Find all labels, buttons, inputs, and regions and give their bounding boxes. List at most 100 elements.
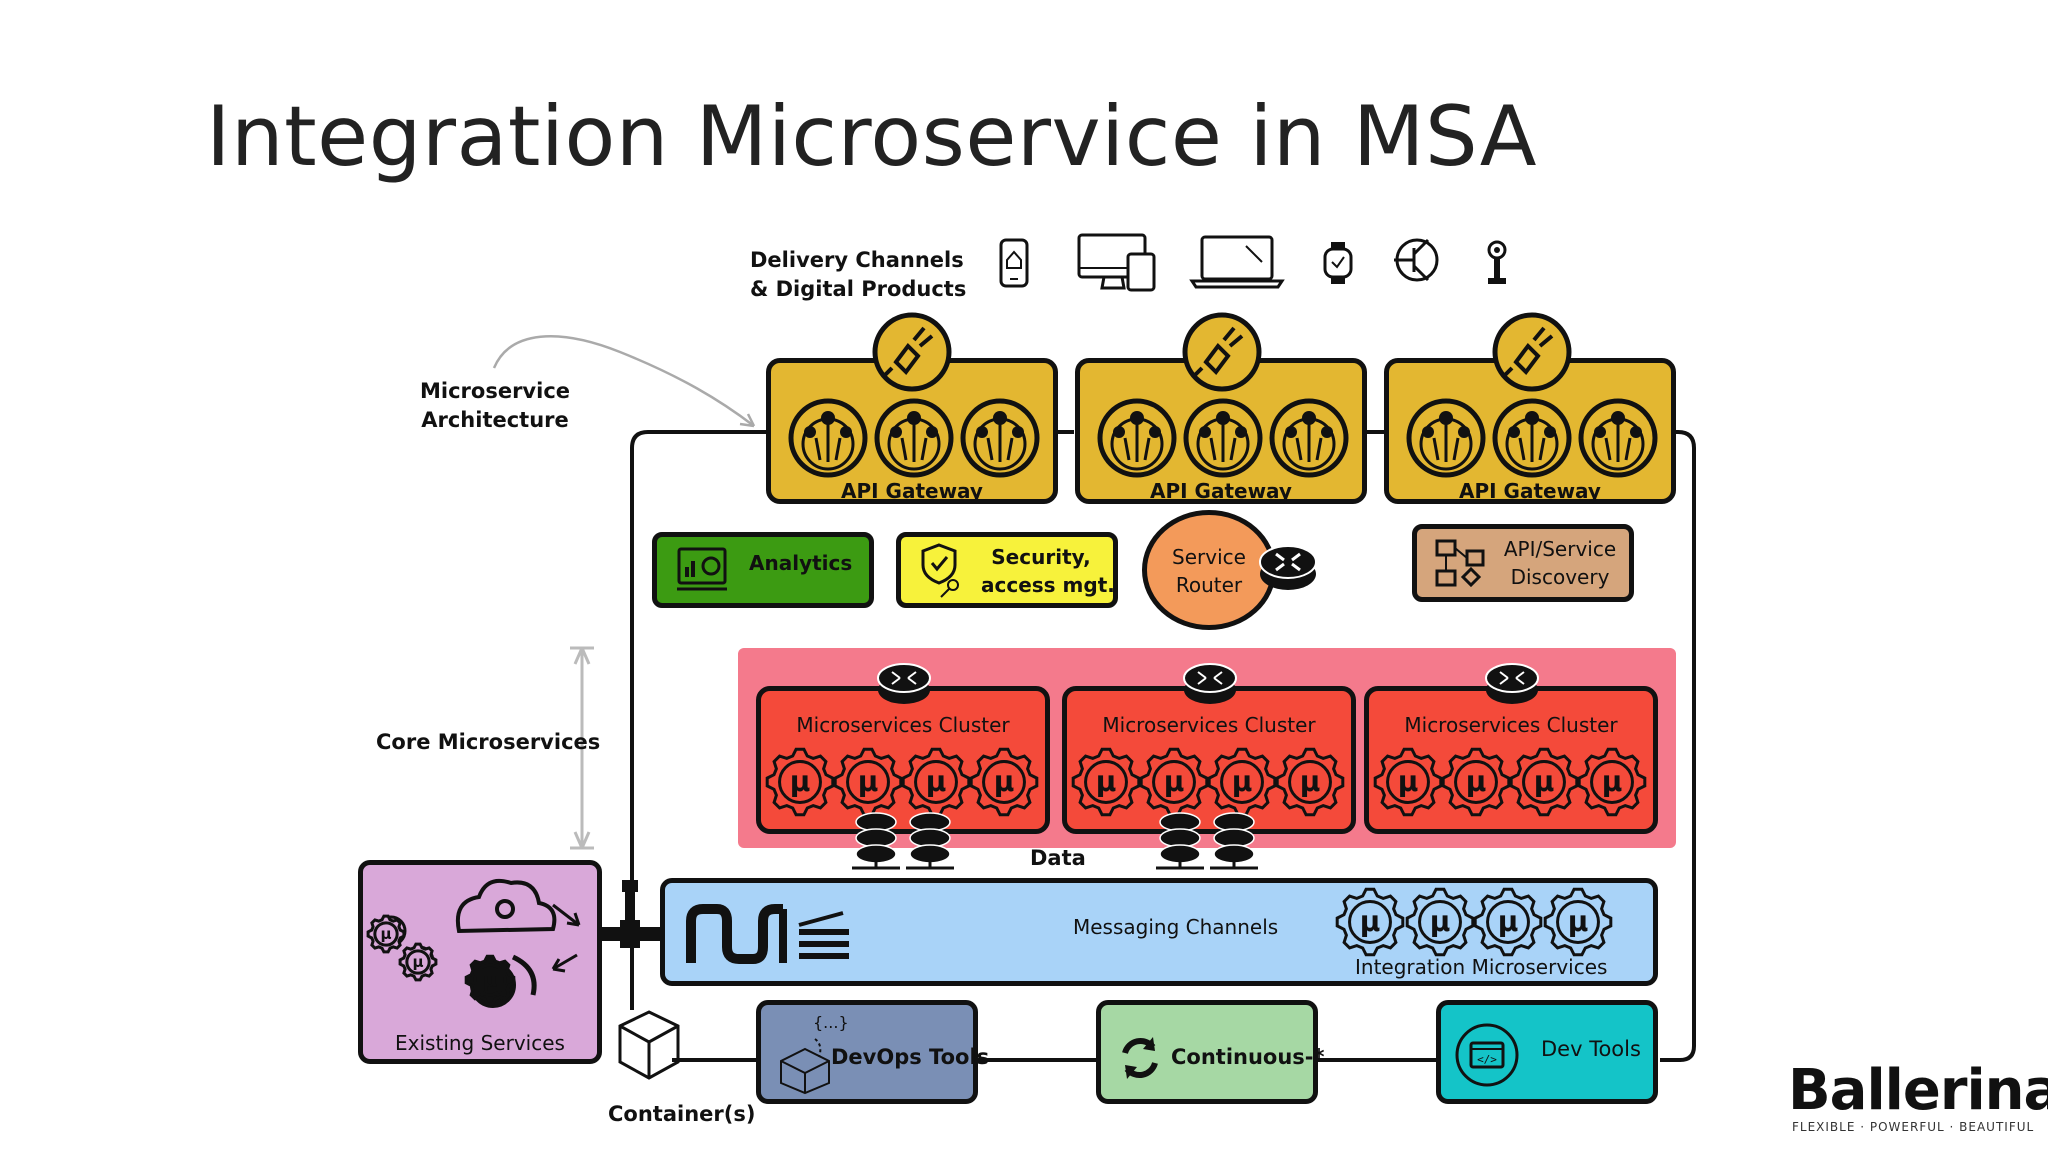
messaging-channels-label: Messaging Channels [1073,915,1279,939]
svg-text:μ: μ [1300,765,1321,798]
api-gateway-label: API Gateway [1459,479,1601,503]
cluster-label: Microservices Cluster [1102,713,1316,737]
integration-gear-icon: μ [1335,887,1405,957]
router-icon [1259,545,1317,590]
integration-microservices-label: Integration Microservices [1355,955,1608,979]
dev-tools-label: Dev Tools [1541,1037,1641,1061]
cluster-router-icon [1485,663,1539,704]
devops-code-snippet: {...} [813,1013,849,1032]
microservice-gear-icon: μ [765,747,835,817]
devops-tools-box[interactable]: {...} DevOps Tools [756,1000,989,1104]
svg-text:μ: μ [790,765,811,798]
code-editor-icon: </> [1455,1023,1519,1087]
svg-text:μ: μ [858,765,879,798]
devops-tools-label: DevOps Tools [831,1045,990,1069]
service-node-icon [874,398,954,478]
delivery-line-1: Delivery Channels [750,248,964,272]
refresh-cycle-icon [1122,1037,1158,1079]
continuous-box[interactable]: Continuous-* [1096,1000,1325,1104]
msa-label: Microservice Architecture [420,377,570,435]
core-microservices-label: Core Microservices [376,730,601,754]
smartwatch-icon [1323,242,1353,284]
discovery-flow-icon [1435,539,1485,588]
transistor-icon [1394,238,1439,282]
svg-text:μ: μ [483,968,498,992]
svg-text:μ: μ [1466,765,1487,798]
svg-text:μ: μ [1164,765,1185,798]
svg-text:μ: μ [1534,765,1555,798]
legacy-gear-icon: μ [366,914,406,954]
service-node-icon [1183,398,1263,478]
cluster-label: Microservices Cluster [796,713,1010,737]
integration-gear-icon: μ [1473,887,1543,957]
security-line-2: access mgt. [981,573,1115,597]
discovery-line-2: Discovery [1510,565,1610,589]
svg-text:μ: μ [412,953,423,971]
microservice-gear-icon: μ [1071,747,1141,817]
database-icon [906,812,954,870]
existing-services-label: Existing Services [395,1031,565,1055]
plug-icon [872,312,952,392]
continuous-label: Continuous-* [1171,1045,1325,1069]
svg-text:μ: μ [1360,905,1381,938]
database-icon [1210,812,1258,870]
msa-line-2: Architecture [421,408,569,432]
api-gateway-label: API Gateway [1150,479,1292,503]
security-label: Security, access mgt. [981,543,1115,599]
discovery-box[interactable]: API/Service Discovery [1412,524,1634,602]
dev-tools-box[interactable]: </> Dev Tools [1436,1000,1658,1104]
service-router-label: Service Router [1157,543,1261,599]
shield-key-icon [921,543,959,598]
legacy-gear-icon: μ [464,954,516,1006]
router-line-2: Router [1175,573,1243,597]
svg-text:μ: μ [1232,765,1253,798]
microservice-gear-icon: μ [1139,747,1209,817]
analytics-box[interactable]: Analytics [652,532,874,608]
microservice-gear-icon: μ [1373,747,1443,817]
svg-text:μ: μ [1096,765,1117,798]
message-pipeline-icon [686,904,849,964]
legacy-gear-icon: μ [398,942,438,982]
svg-text:μ: μ [1430,905,1451,938]
api-gateway-label: API Gateway [841,479,983,503]
container-cube-icon [618,1010,680,1080]
svg-text:μ: μ [1602,765,1623,798]
mobile-phone-icon [999,238,1029,288]
svg-text:μ: μ [1398,765,1419,798]
microservice-gear-icon: μ [833,747,903,817]
svg-text:μ: μ [994,765,1015,798]
service-node-icon [960,398,1040,478]
plug-icon [1492,312,1572,392]
data-label: Data [1030,846,1086,870]
microservice-gear-icon: μ [1207,747,1277,817]
svg-text:μ: μ [1568,905,1589,938]
analytics-label: Analytics [749,551,853,575]
microservice-gear-icon: μ [901,747,971,817]
cluster-label: Microservices Cluster [1404,713,1618,737]
delivery-line-2: & Digital Products [750,277,967,301]
discovery-label: API/Service Discovery [1495,535,1625,591]
delivery-channels-label: Delivery Channels & Digital Products [750,246,966,304]
router-line-1: Service [1172,545,1246,569]
microservice-gear-icon: μ [1577,747,1647,817]
service-node-icon [1269,398,1349,478]
microservice-gear-icon: μ [1509,747,1579,817]
plug-icon [1182,312,1262,392]
service-router-box[interactable]: Service Router [1142,510,1276,630]
microservice-gear-icon: μ [1441,747,1511,817]
laptop-icon [1189,235,1285,289]
brand-tagline: FLEXIBLE · POWERFUL · BEAUTIFUL [1792,1120,2035,1134]
svg-text:</>: </> [1477,1053,1497,1066]
page-title: Integration Microservice in MSA [206,88,1537,185]
integration-gear-icon: μ [1543,887,1613,957]
microservice-gear-icon: μ [969,747,1039,817]
container-label: Container(s) [608,1102,756,1126]
service-node-icon [1406,398,1486,478]
database-icon [1156,812,1204,870]
svg-text:μ: μ [1498,905,1519,938]
svg-text:μ: μ [380,925,391,943]
security-box[interactable]: Security, access mgt. [896,532,1118,608]
